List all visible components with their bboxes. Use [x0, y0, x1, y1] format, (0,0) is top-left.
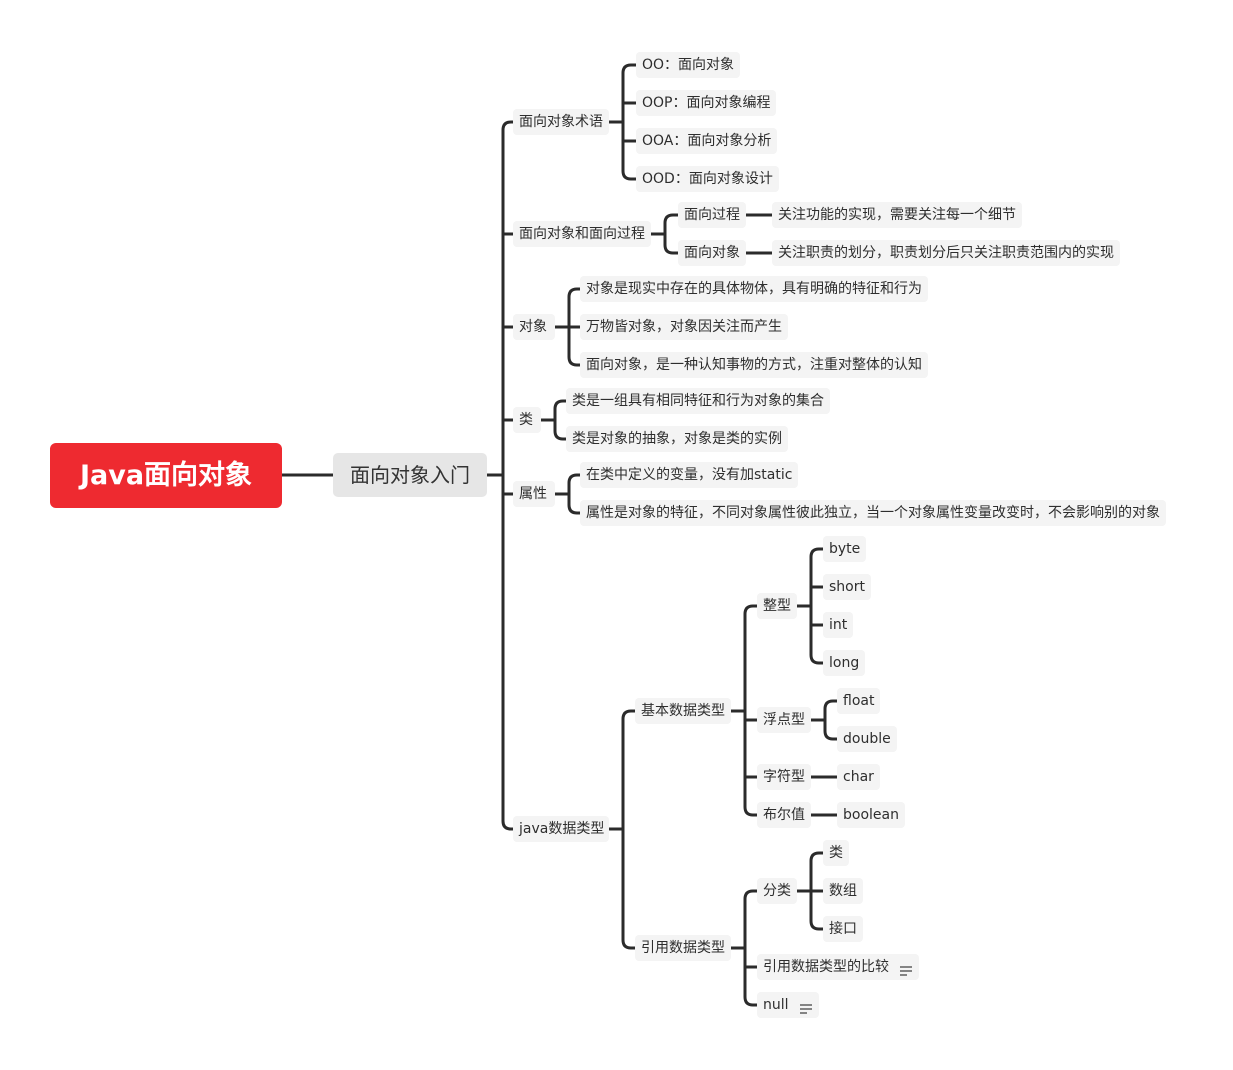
node-procedural-detail: 关注功能的实现，需要关注每一个细节: [772, 202, 1022, 228]
ref-class: 类: [823, 840, 849, 866]
connector-line: [809, 547, 827, 665]
branch-object: 对象: [513, 314, 555, 340]
type-int: int: [823, 612, 854, 638]
branch-java-types: java数据类型: [513, 816, 609, 842]
connector-line: [621, 63, 640, 181]
ref-interface: 接口: [823, 916, 863, 942]
branch-attribute: 属性: [513, 481, 555, 507]
ref-array: 数组: [823, 878, 863, 904]
node-object-oriented: 面向对象: [678, 240, 746, 266]
root-topic: Java面向对象: [50, 443, 282, 508]
branch-class: 类: [513, 407, 541, 433]
connector-line: [823, 699, 841, 741]
branch-terms: 面向对象术语: [513, 109, 609, 135]
note-icon: [899, 960, 913, 976]
branch-oo-vs-procedural: 面向对象和面向过程: [513, 221, 651, 247]
connector-line: [743, 604, 761, 817]
node-label: 引用数据类型的比较: [763, 959, 889, 975]
node-object-oriented-detail: 关注职责的划分，职责划分后只关注职责范围内的实现: [772, 240, 1120, 266]
note-icon: [799, 998, 813, 1014]
node-primitive-types: 基本数据类型: [635, 698, 731, 724]
connector-line: [663, 213, 682, 255]
type-boolean: boolean: [837, 802, 905, 828]
node-procedural: 面向过程: [678, 202, 746, 228]
term-ooa: OOA：面向对象分析: [636, 128, 778, 154]
term-ood: OOD：面向对象设计: [636, 166, 779, 192]
main-topic: 面向对象入门: [333, 453, 487, 497]
node-reference-compare: 引用数据类型的比较: [757, 954, 919, 980]
node-null: null: [757, 992, 819, 1018]
term-oo: OO：面向对象: [636, 52, 741, 78]
connector-line: [553, 399, 570, 441]
type-float: float: [837, 688, 881, 714]
connector-line: [501, 120, 517, 831]
type-long: long: [823, 650, 866, 676]
class-item: 类是对象的抽象，对象是类的实例: [566, 426, 788, 452]
attribute-item: 在类中定义的变量，没有加static: [580, 462, 799, 488]
type-char: char: [837, 764, 880, 790]
node-integer: 整型: [757, 593, 797, 619]
type-short: short: [823, 574, 871, 600]
type-double: double: [837, 726, 897, 752]
node-label: null: [763, 997, 789, 1013]
node-category: 分类: [757, 878, 797, 904]
node-float-point: 浮点型: [757, 707, 811, 733]
node-character: 字符型: [757, 764, 811, 790]
object-item: 面向对象，是一种认知事物的方式，注重对整体的认知: [580, 352, 928, 378]
term-oop: OOP：面向对象编程: [636, 90, 777, 116]
connector-line: [621, 709, 639, 950]
type-byte: byte: [823, 536, 867, 562]
node-boolean: 布尔值: [757, 802, 811, 828]
node-reference-types: 引用数据类型: [635, 935, 731, 961]
connector-line: [567, 473, 584, 515]
attribute-item: 属性是对象的特征，不同对象属性彼此独立，当一个对象属性变量改变时，不会影响别的对…: [580, 500, 1166, 526]
object-item: 对象是现实中存在的具体物体，具有明确的特征和行为: [580, 276, 928, 302]
class-item: 类是一组具有相同特征和行为对象的集合: [566, 388, 830, 414]
connector-line: [743, 889, 761, 1007]
object-item: 万物皆对象，对象因关注而产生: [580, 314, 788, 340]
